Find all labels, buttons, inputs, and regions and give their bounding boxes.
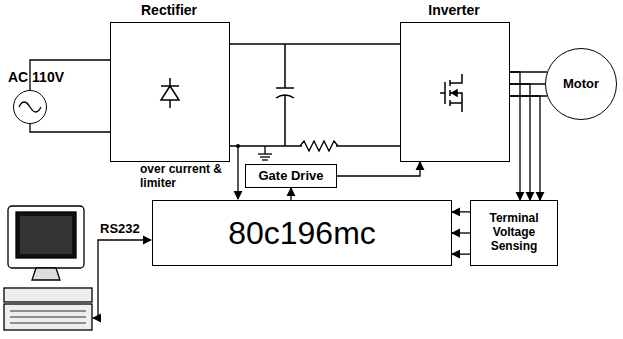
- wire-connector: [337, 162, 420, 176]
- wire-connector: [452, 212, 470, 254]
- node-label: Motor: [563, 77, 599, 92]
- wire-segment: [452, 253, 470, 254]
- shunt-resistor: [300, 140, 338, 152]
- inverter-box: Inverter: [400, 22, 510, 162]
- wire-segment: [510, 96, 540, 200]
- wire-segment: [510, 84, 530, 200]
- wire-segment: [452, 232, 470, 233]
- mcu-box: 80c196mc: [152, 200, 452, 266]
- motor-circle: Motor: [545, 48, 617, 120]
- node-heading: Inverter: [428, 2, 479, 18]
- node-heading: Rectifier: [141, 2, 197, 18]
- wire-segment: [30, 124, 110, 132]
- ac-source: AC 110V: [13, 90, 47, 124]
- gate-drive-box: Gate Drive: [245, 164, 337, 188]
- rectifier-box: Rectifier: [110, 22, 230, 162]
- over-current-wire: [236, 144, 240, 199]
- sine-symbol: [18, 100, 42, 114]
- ground-symbol: [258, 146, 272, 160]
- wire-segment: [452, 211, 470, 212]
- mosfet-symbol: [440, 74, 462, 112]
- capacitor-symbol: [276, 44, 294, 146]
- node-heading: AC 110V: [8, 69, 64, 85]
- interface-label: RS232: [100, 222, 140, 237]
- diode-symbol: [161, 78, 179, 108]
- node-label: Terminal Voltage Sensing: [475, 212, 553, 253]
- node-label: Gate Drive: [258, 169, 323, 184]
- wire-segment: [510, 72, 520, 200]
- wire-segment: [337, 162, 420, 176]
- wire-connector: [510, 72, 540, 200]
- wire-segment: [230, 43, 400, 44]
- node-label: 80c196mc: [228, 215, 376, 252]
- computer-icon: [4, 206, 92, 330]
- wire-connector: [291, 188, 292, 200]
- rs232-line: [93, 240, 151, 318]
- wire-segment: [290, 188, 291, 200]
- signal-label: over current & limiter: [140, 163, 235, 191]
- wire-connector: [230, 44, 400, 146]
- sensing-box: Terminal Voltage Sensing: [470, 200, 558, 266]
